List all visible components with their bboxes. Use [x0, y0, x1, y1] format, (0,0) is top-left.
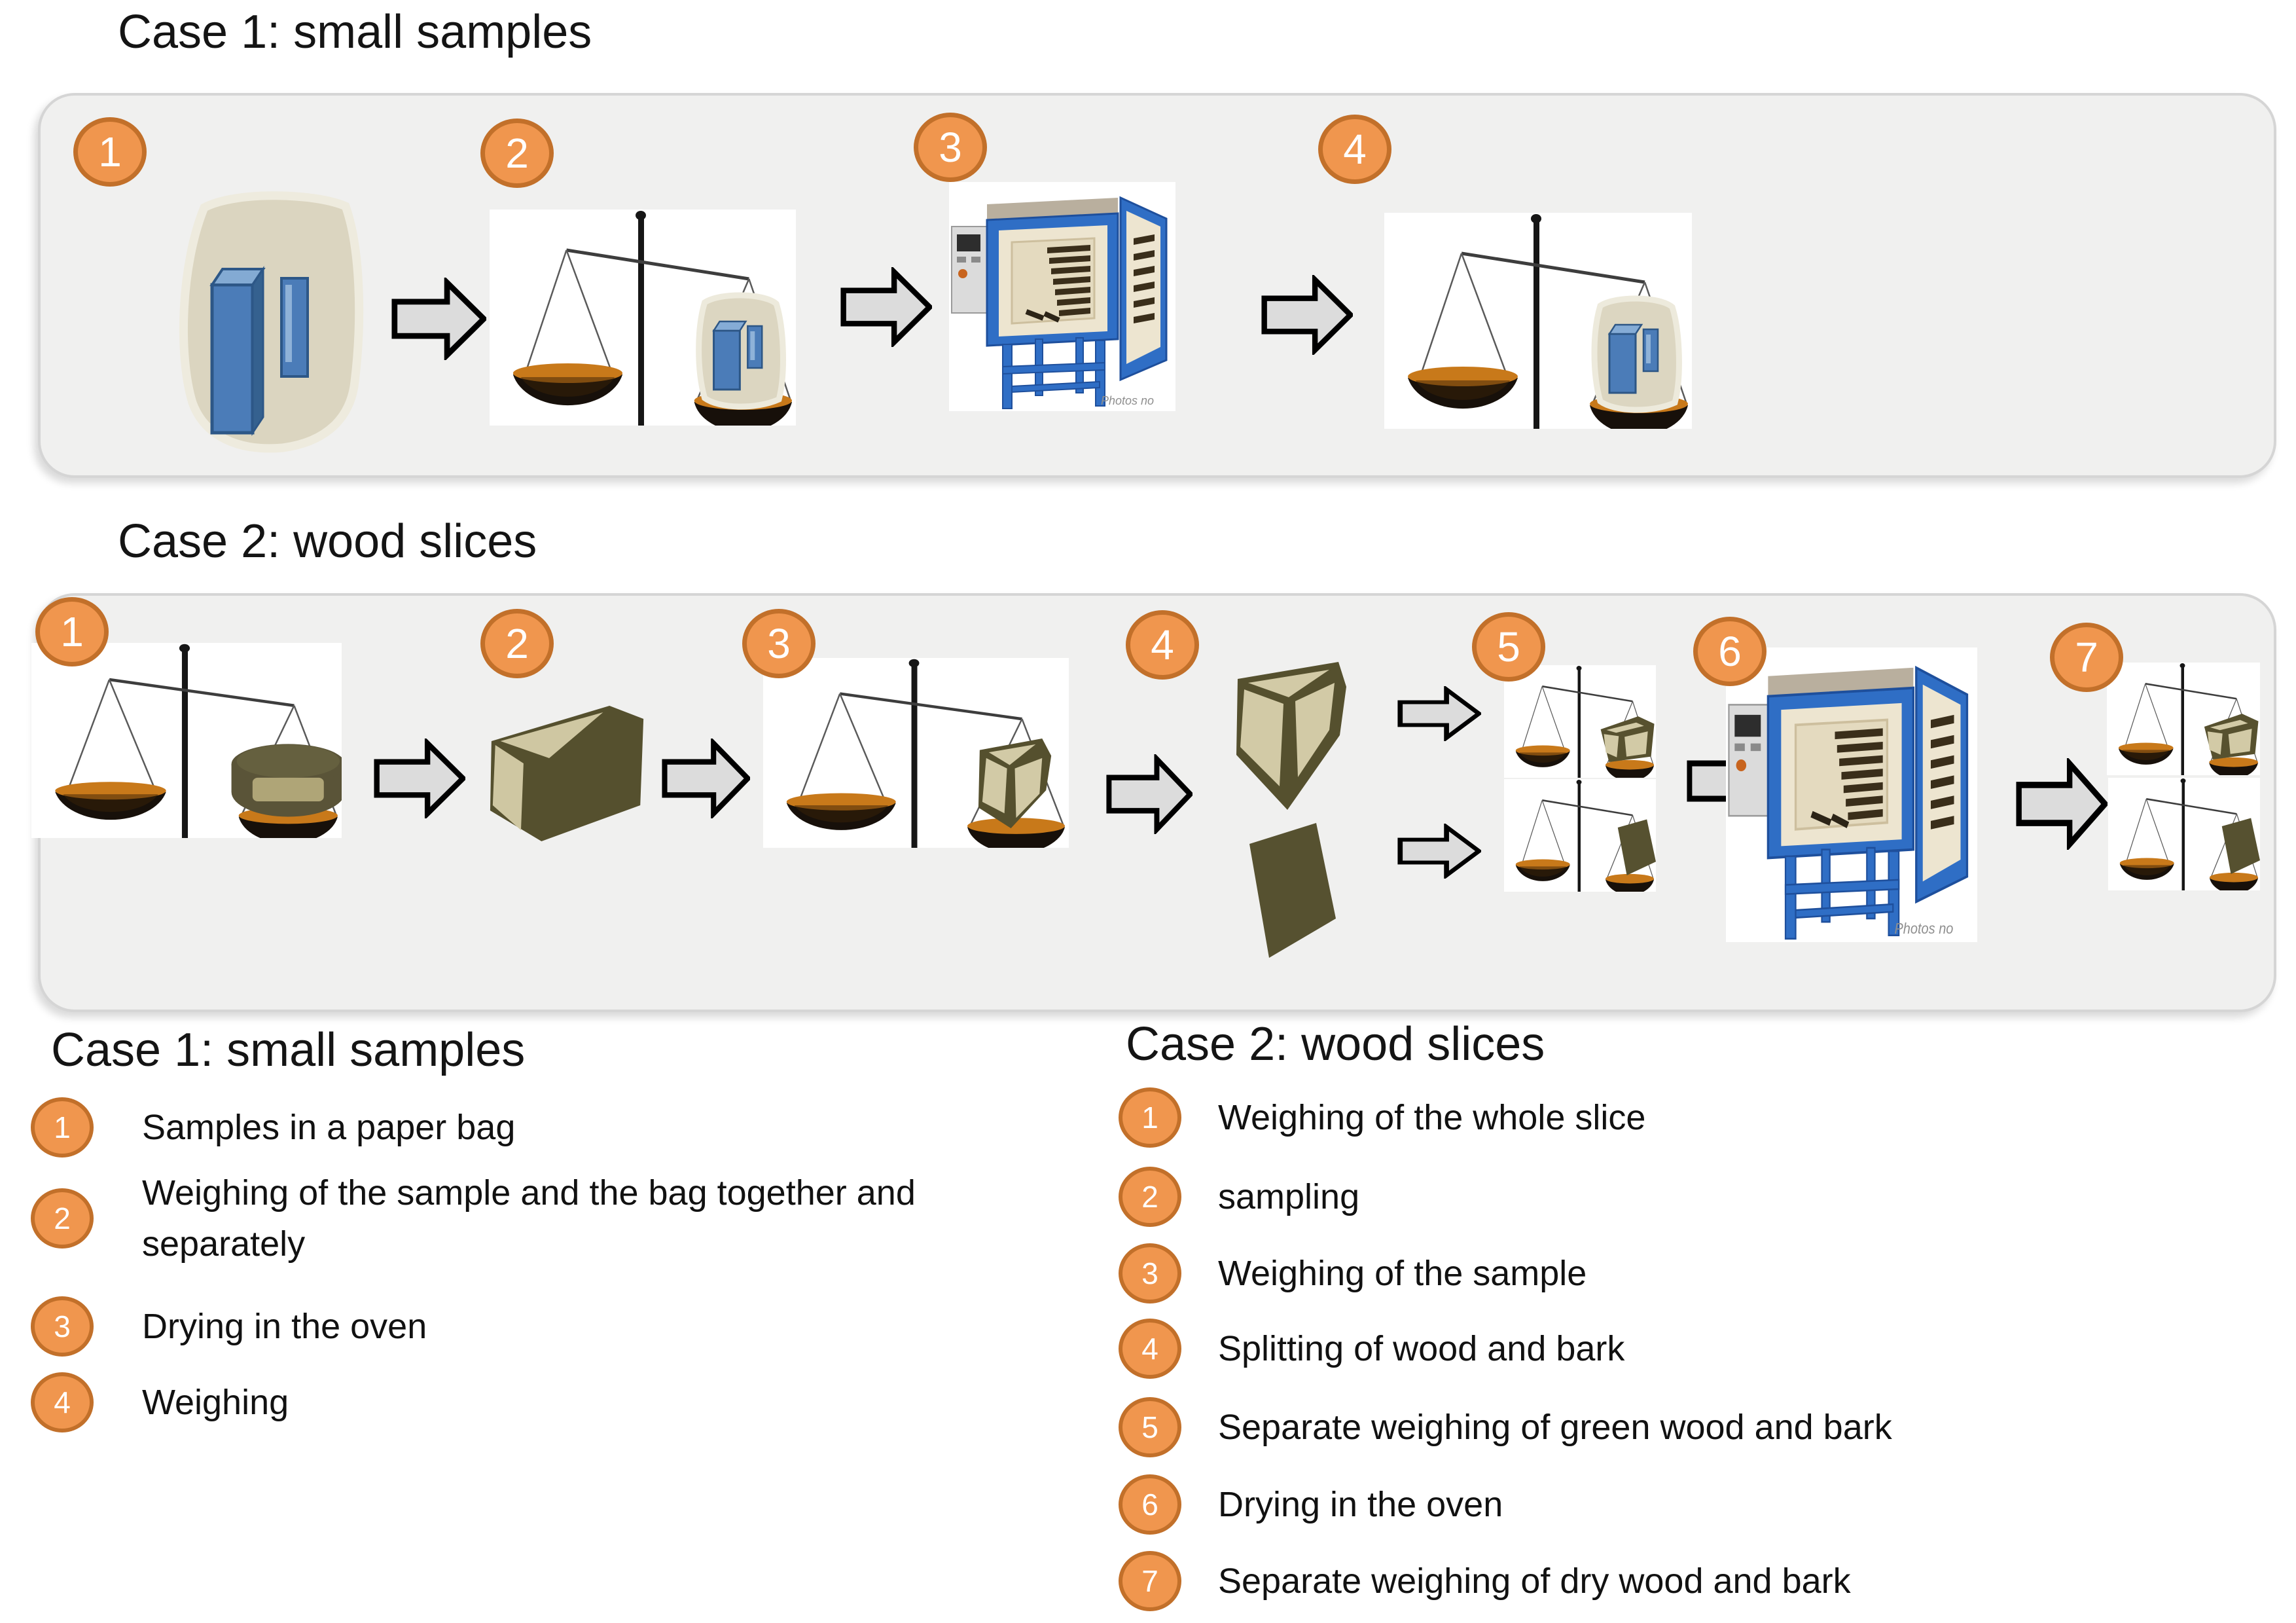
case2-legend-title: Case 2: wood slices — [1126, 1018, 1545, 1070]
balance-scale-with-wedge-icon — [763, 658, 1069, 848]
step-number-badge: 2 — [480, 119, 554, 188]
small-balance-with-wood-icon — [2107, 663, 2260, 775]
split-wood-piece-icon — [1229, 657, 1353, 814]
legend-number: 7 — [1141, 1564, 1158, 1598]
legend-number-badge: 2 — [1119, 1167, 1181, 1227]
legend-item: 1 Samples in a paper bag — [31, 1097, 986, 1158]
legend-number-badge: 6 — [1119, 1474, 1181, 1535]
legend-text: Weighing of the sample — [1218, 1253, 1587, 1293]
drying-oven-icon: Photos no — [949, 182, 1175, 411]
flow-arrow-icon — [662, 739, 750, 818]
legend-number: 3 — [1141, 1256, 1158, 1290]
step-number: 7 — [2075, 634, 2098, 681]
legend-number-badge: 1 — [1119, 1087, 1181, 1148]
legend-text: Weighing of the sample and the bag toget… — [142, 1173, 916, 1264]
flow-arrow-icon — [1261, 275, 1353, 355]
legend-number: 2 — [1141, 1180, 1158, 1214]
legend-item: 6 Drying in the oven — [1119, 1474, 2200, 1535]
svg-text:Photos no: Photos no — [1894, 920, 1953, 938]
step-number: 2 — [505, 620, 529, 667]
legend-number-badge: 5 — [1119, 1397, 1181, 1457]
step-number: 1 — [60, 608, 84, 655]
flow-arrow-icon — [2016, 758, 2108, 850]
legend-item: 5 Separate weighing of green wood and ba… — [1119, 1397, 2200, 1457]
legend-text: Splitting of wood and bark — [1218, 1328, 1625, 1368]
legend-item: 1 Weighing of the whole slice — [1119, 1087, 2200, 1148]
paper-bag-samples-icon — [164, 187, 380, 455]
balance-scale-with-bag-icon — [490, 210, 796, 426]
step-number-badge: 2 — [480, 609, 554, 678]
flow-arrow-icon — [840, 267, 932, 347]
flow-arrow-small-icon — [1397, 824, 1481, 879]
flow-arrow-small-icon — [1397, 686, 1481, 741]
legend-number-badge: 3 — [31, 1296, 94, 1357]
step-number-badge: 1 — [35, 597, 109, 666]
step-number-badge: 3 — [914, 113, 987, 182]
legend-item: 2 sampling — [1119, 1167, 2200, 1227]
step-number: 3 — [939, 124, 962, 171]
svg-text:Photos no: Photos no — [1101, 394, 1154, 407]
legend-number: 6 — [1141, 1487, 1158, 1522]
step-number-badge: 6 — [1693, 617, 1767, 686]
legend-number-badge: 4 — [31, 1372, 94, 1432]
legend-number: 1 — [1141, 1101, 1158, 1135]
step-number-badge: 4 — [1318, 115, 1391, 184]
legend-number-badge: 3 — [1119, 1243, 1181, 1304]
step-number-badge: 3 — [742, 609, 816, 678]
wood-wedge-icon — [488, 702, 648, 843]
balance-scale-with-slice-icon — [31, 643, 342, 838]
split-bark-piece-icon — [1239, 822, 1337, 959]
legend-number: 2 — [54, 1201, 71, 1236]
step-number-badge: 5 — [1472, 612, 1545, 682]
step-number: 2 — [505, 130, 529, 177]
step-number: 1 — [98, 128, 122, 175]
step-number: 4 — [1343, 126, 1367, 173]
step-number-badge: 4 — [1126, 610, 1199, 680]
legend-number-badge: 4 — [1119, 1319, 1181, 1379]
case1-flow-title: Case 1: small samples — [118, 6, 592, 58]
legend-item: 3 Weighing of the sample — [1119, 1243, 2200, 1304]
drying-oven-icon: Photos no — [1726, 647, 1977, 942]
legend-text: Weighing — [142, 1382, 289, 1422]
step-number-badge: 1 — [73, 117, 147, 187]
flow-arrow-icon — [391, 278, 486, 360]
legend-number: 4 — [1141, 1332, 1158, 1366]
small-balance-with-bark-icon — [1504, 779, 1656, 892]
legend-item: 4 Weighing — [31, 1372, 986, 1432]
case2-flow-title: Case 2: wood slices — [118, 515, 537, 568]
legend-item: 3 Drying in the oven — [31, 1296, 986, 1357]
flow-arrow-icon — [1106, 754, 1193, 834]
legend-text: Separate weighing of dry wood and bark — [1218, 1561, 1851, 1601]
case1-legend-title: Case 1: small samples — [51, 1024, 526, 1076]
legend-text: Drying in the oven — [142, 1306, 427, 1346]
legend-text: Weighing of the whole slice — [1218, 1097, 1646, 1137]
legend-item: 2 Weighing of the sample and the bag tog… — [31, 1167, 986, 1270]
legend-number-badge: 1 — [31, 1097, 94, 1158]
legend-number: 1 — [54, 1110, 71, 1144]
flow-arrow-icon — [374, 739, 465, 818]
legend-text: Samples in a paper bag — [142, 1107, 516, 1147]
step-number: 4 — [1151, 621, 1174, 668]
legend-number: 3 — [54, 1309, 71, 1343]
step-number: 3 — [767, 620, 791, 667]
legend-number-badge: 2 — [31, 1188, 94, 1249]
legend-number: 4 — [54, 1385, 71, 1419]
small-balance-with-wood-icon — [1504, 665, 1656, 778]
legend-number: 5 — [1141, 1410, 1158, 1444]
legend-number-badge: 7 — [1119, 1551, 1181, 1611]
small-balance-with-bark-icon — [2108, 778, 2260, 890]
balance-scale-with-bag-icon — [1384, 213, 1692, 429]
step-number: 6 — [1718, 628, 1742, 675]
legend-item: 4 Splitting of wood and bark — [1119, 1319, 2200, 1379]
step-number-badge: 7 — [2050, 623, 2123, 692]
legend-text: Drying in the oven — [1218, 1484, 1503, 1524]
legend-text: sampling — [1218, 1176, 1360, 1216]
step-number: 5 — [1497, 623, 1520, 670]
legend-text: Separate weighing of green wood and bark — [1218, 1407, 1892, 1447]
legend-item: 7 Separate weighing of dry wood and bark — [1119, 1551, 2200, 1611]
